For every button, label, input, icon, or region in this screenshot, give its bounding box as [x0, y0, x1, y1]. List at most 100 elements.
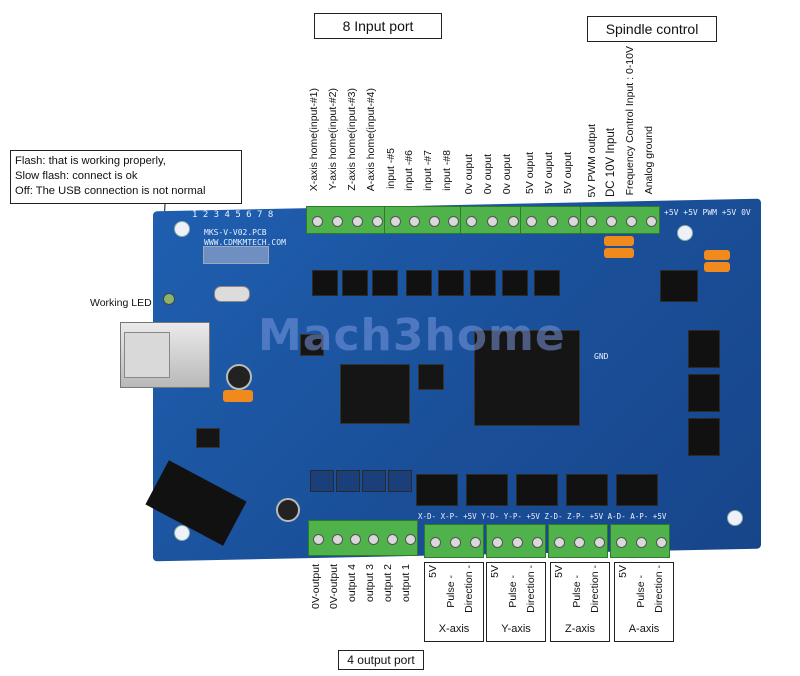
opto-6 — [470, 270, 496, 296]
opto-right-1 — [688, 330, 720, 368]
terminal-screw — [352, 216, 363, 227]
a-axis-name: A-axis — [628, 623, 660, 635]
terminal-screw — [487, 216, 498, 227]
y-axis-pin-5v: 5V — [489, 565, 501, 578]
led-status-note: Flash: that is working properly, Slow fl… — [10, 150, 242, 204]
opto-out-2 — [336, 470, 360, 492]
opto-out-1 — [310, 470, 334, 492]
input-label-10: 0v ouput — [482, 154, 494, 195]
terminal-screw — [567, 216, 579, 227]
input-label-8: input -#8 — [441, 150, 453, 191]
input-port-header: 8 Input port — [314, 13, 442, 39]
x-axis-pin-pulse: Pulse - — [445, 575, 457, 608]
mount-hole-top-right — [677, 225, 693, 241]
axis-box-x: 5V Pulse - Direction - X-axis — [424, 562, 484, 642]
watermark-text: Mach3home — [258, 310, 566, 361]
opto-bottom-1 — [416, 474, 458, 506]
board-model-text: MKS-V-V02.PCB — [204, 228, 267, 237]
terminal-screw — [450, 537, 461, 548]
y-axis-pin-pulse: Pulse - — [507, 575, 519, 608]
terminal-screw — [313, 534, 325, 545]
a-axis-pin-5v: 5V — [617, 565, 629, 578]
terminal-block-input-2 — [384, 206, 462, 234]
output-label-3: output 4 — [346, 564, 358, 602]
capacitor-1 — [226, 364, 252, 390]
label-sticker — [203, 246, 269, 264]
terminal-block-0v — [460, 206, 522, 234]
opto-out-3 — [362, 470, 386, 492]
axis-box-z: 5V Pulse - Direction - Z-axis — [550, 562, 610, 642]
terminal-block-z-axis — [548, 524, 608, 558]
orange-led-3 — [704, 250, 730, 260]
right-header-text: +5V +5V PWM +5V 0V — [664, 208, 751, 217]
terminal-screw — [332, 216, 343, 227]
opto-2 — [342, 270, 368, 296]
terminal-screw — [409, 216, 421, 227]
terminal-block-x-axis — [424, 524, 484, 558]
working-led-label: Working LED — [90, 297, 152, 309]
input-label-14: 5V ouput — [562, 152, 574, 195]
note-line-1: Flash: that is working properly, — [15, 155, 166, 167]
spindle-label-3: Frequency Control Input : 0-10V — [624, 46, 636, 196]
spindle-control-header: Spindle control — [587, 16, 717, 42]
input-label-5: input -#5 — [385, 148, 397, 189]
opto-5 — [438, 270, 464, 296]
terminal-screw — [448, 216, 460, 227]
axis-box-a: 5V Pulse - Direction - A-axis — [614, 562, 674, 642]
terminal-screw — [430, 537, 441, 548]
terminal-screw — [492, 537, 503, 548]
terminal-screw — [466, 216, 478, 227]
mount-hole-bottom-left — [174, 525, 190, 541]
terminal-screw — [331, 534, 343, 545]
opto-3 — [372, 270, 398, 296]
input-label-9: 0v ouput — [463, 154, 475, 195]
terminal-screw — [636, 537, 647, 548]
opto-7 — [502, 270, 528, 296]
x-axis-pin-direction: Direction - — [463, 565, 475, 613]
input-label-12: 5V ouput — [524, 152, 536, 195]
terminal-screw — [547, 216, 558, 227]
ic-small-1 — [196, 428, 220, 448]
gnd-text: GND — [594, 352, 609, 361]
orange-led-4 — [704, 262, 730, 272]
spindle-label-1: 5V PWM output — [586, 124, 598, 198]
note-line-3: Off: The USB connection is not normal — [15, 185, 206, 197]
z-axis-name: Z-axis — [565, 623, 595, 635]
terminal-screw — [349, 534, 361, 545]
terminal-screw — [532, 537, 543, 548]
terminal-screw — [404, 534, 416, 545]
terminal-screw — [574, 537, 585, 548]
opto-4 — [406, 270, 432, 296]
terminal-screw — [594, 537, 605, 548]
spindle-label-2: DC 10V Input — [605, 128, 617, 198]
y-axis-name: Y-axis — [501, 623, 531, 635]
terminal-screw — [646, 216, 657, 227]
opto-right-2 — [688, 374, 720, 412]
working-led — [163, 293, 175, 305]
note-line-2: Slow flash: connect is ok — [15, 170, 138, 182]
opto-1 — [312, 270, 338, 296]
orange-component-1 — [223, 390, 253, 402]
mount-hole-top-left — [174, 221, 190, 237]
terminal-block-a-axis — [610, 524, 670, 558]
opto-bottom-5 — [616, 474, 658, 506]
opto-right-3 — [688, 418, 720, 456]
terminal-block-output — [308, 520, 418, 556]
z-axis-pin-direction: Direction - — [589, 565, 601, 613]
input-label-1: X-axis home(input-#1) — [308, 88, 320, 192]
a-axis-pin-direction: Direction - — [653, 565, 665, 613]
usb-controller-chip — [340, 364, 410, 424]
input-label-6: input -#6 — [403, 150, 415, 191]
terminal-screw — [512, 537, 523, 548]
orange-led-2 — [604, 248, 634, 258]
input-label-13: 5V ouput — [543, 152, 555, 195]
input-label-2: Y-axis home(input-#2) — [327, 88, 339, 191]
output-port-header: 4 output port — [338, 650, 424, 670]
x-axis-name: X-axis — [438, 623, 470, 635]
spindle-label-4: Analog ground — [643, 126, 655, 195]
capacitor-2 — [276, 498, 300, 522]
ic-small-2 — [300, 334, 324, 356]
output-label-4: output 3 — [364, 564, 376, 602]
z-axis-pin-5v: 5V — [553, 565, 565, 578]
terminal-block-input-1 — [306, 206, 386, 234]
